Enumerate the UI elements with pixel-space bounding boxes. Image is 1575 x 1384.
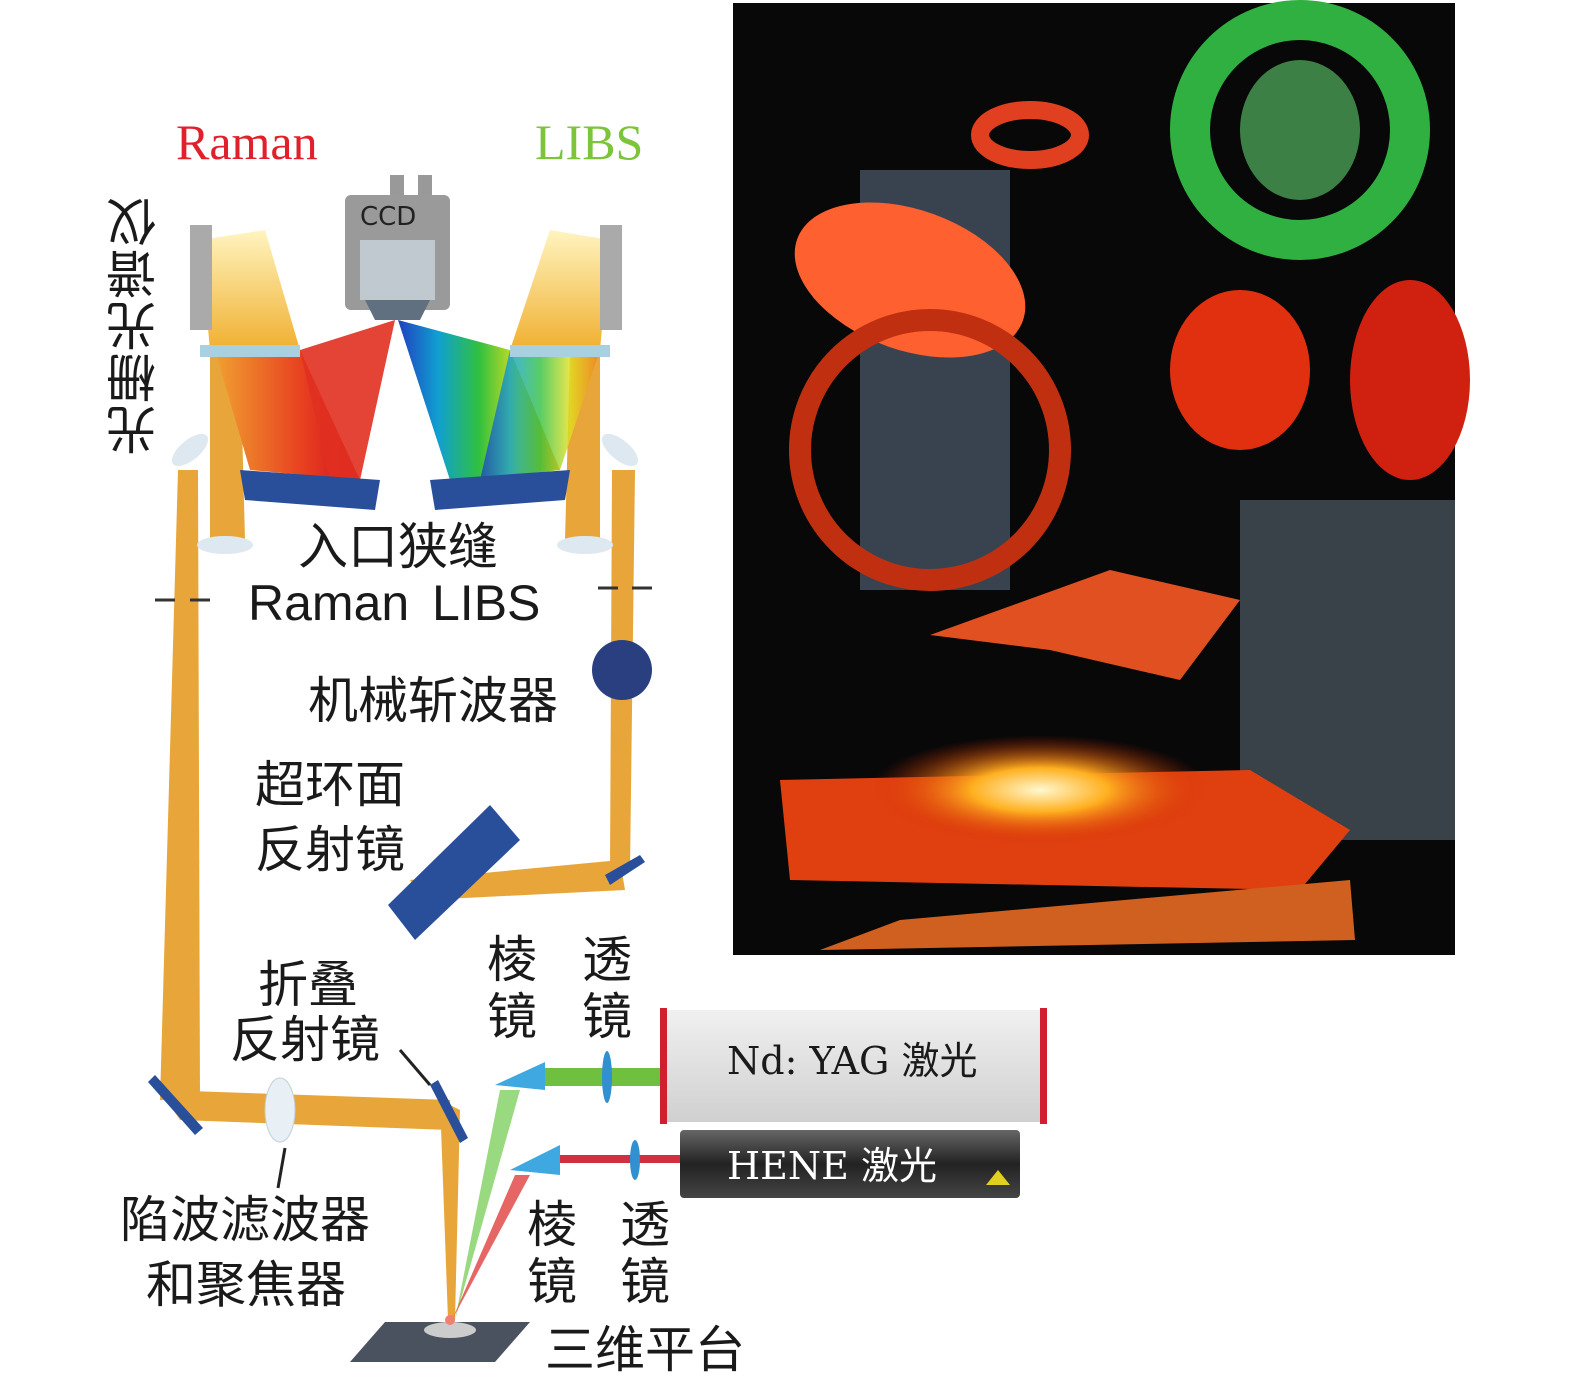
prism-bottom bbox=[510, 1145, 560, 1175]
prism-top-label-1: 棱 bbox=[487, 931, 537, 989]
lens-bottom bbox=[630, 1140, 640, 1180]
ccd-label: CCD bbox=[360, 202, 417, 232]
toroidal-mirror bbox=[388, 805, 520, 940]
ccd-camera bbox=[345, 175, 450, 320]
prism-top-label-2: 镜 bbox=[487, 988, 537, 1046]
entrance-slits bbox=[155, 586, 652, 602]
yag-laser-body bbox=[665, 1010, 1045, 1122]
yag-laser-label: Nd: YAG 激光 bbox=[727, 1039, 978, 1083]
notch-filter-label-2: 和聚焦器 bbox=[146, 1256, 346, 1314]
chopper-disc bbox=[592, 640, 652, 700]
toroidal-mirror-label-1: 超环面 bbox=[255, 756, 405, 814]
hene-laser-body bbox=[680, 1130, 1020, 1198]
toroidal-mirror-label-2: 反射镜 bbox=[255, 821, 405, 879]
notch-filter bbox=[264, 1077, 296, 1143]
prism-bottom-label-2: 镜 bbox=[527, 1253, 577, 1311]
mirror-left bbox=[240, 470, 380, 510]
entrance-slit-label: 入口狭缝 bbox=[298, 518, 498, 576]
lens-top-label-1: 透 bbox=[582, 931, 632, 989]
fold-mirror-label-2: 反射镜 bbox=[230, 1011, 380, 1069]
lens-bottom-label-1: 透 bbox=[620, 1196, 670, 1254]
slit-libs-label: LIBS bbox=[432, 575, 541, 631]
fold-mirror-left bbox=[148, 1075, 203, 1135]
mirror-right bbox=[430, 470, 570, 510]
chopper-label: 机械斩波器 bbox=[308, 672, 558, 730]
lens-bottom-label-2: 镜 bbox=[620, 1253, 670, 1311]
fold-mirror-label-1: 折叠 bbox=[258, 956, 358, 1014]
slit-raman-label: Raman bbox=[248, 575, 410, 631]
prism-bottom-label-1: 棱 bbox=[527, 1196, 577, 1254]
hene-laser-label: HENE 激光 bbox=[727, 1144, 937, 1188]
raman-title: Raman bbox=[176, 114, 318, 170]
lab-photo bbox=[733, 0, 1470, 955]
warning-icon bbox=[986, 1170, 1010, 1185]
stage-label: 三维平台 bbox=[545, 1321, 745, 1379]
prism-top bbox=[495, 1062, 545, 1090]
hene-beam bbox=[545, 1155, 685, 1163]
lens-top bbox=[602, 1051, 612, 1103]
3d-stage bbox=[350, 1322, 530, 1362]
lens-top-label-2: 镜 bbox=[582, 988, 632, 1046]
notch-filter-label-1: 陷波滤波器 bbox=[120, 1191, 370, 1249]
spectrometer-label: 光栅光谱仪 bbox=[106, 195, 164, 455]
libs-title: LIBS bbox=[535, 114, 644, 170]
grating-right bbox=[600, 225, 622, 330]
yag-beam bbox=[535, 1068, 665, 1086]
fold-mirror-right bbox=[430, 1080, 468, 1143]
grating-left bbox=[190, 225, 212, 330]
